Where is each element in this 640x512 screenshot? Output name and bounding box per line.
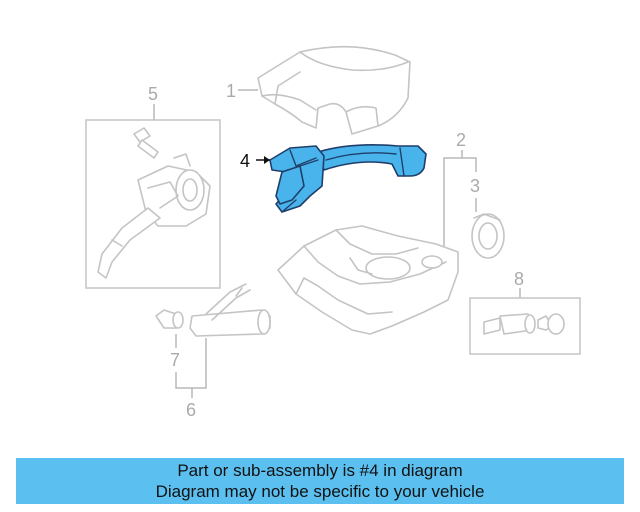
lower-column-cover[interactable] [277,225,459,335]
callout-5: 5 [148,84,158,104]
callout-4: 4 [240,151,250,171]
banner-line-1: Part or sub-assembly is #4 in diagram [177,461,463,480]
leader-2-left [443,157,462,246]
part-4-turn-signal-switch[interactable] [269,144,427,213]
callout-1: 1 [226,81,236,101]
part-7-sensor[interactable] [155,309,184,329]
leader-6-bracket [175,338,207,389]
info-banner: Part or sub-assembly is #4 in diagram Di… [16,458,624,504]
part-8-lock-and-key[interactable] [483,313,565,335]
part-5-wiper-switch[interactable] [97,127,211,279]
callout-6: 6 [186,400,196,420]
leader-4-arrow [264,156,270,164]
callout-7: 7 [170,350,180,370]
banner-line-2: Diagram may not be specific to your vehi… [155,482,485,501]
part-1-upper-cover[interactable] [257,45,411,135]
callout-3: 3 [470,176,480,196]
leader-2-right [462,157,477,172]
part-6-tube[interactable] [189,283,271,337]
callout-2: 2 [456,130,466,150]
parts-diagram: 1 5 4 [85,45,581,420]
callout-8: 8 [514,269,524,289]
part-3-ring[interactable] [471,213,505,259]
